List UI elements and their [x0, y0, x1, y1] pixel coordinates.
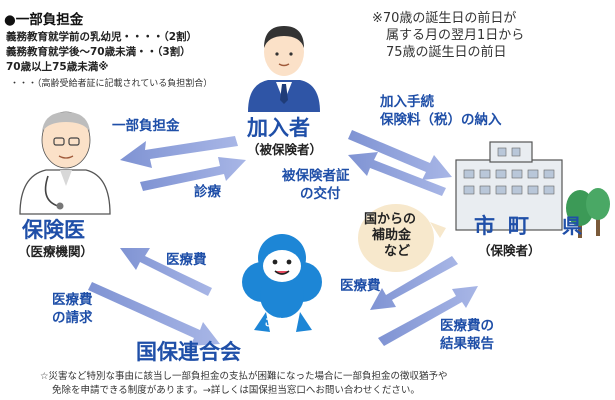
doctor-sub: （医療機関）	[18, 244, 94, 259]
arrow-medfee-left	[120, 248, 212, 296]
label-enroll-1: 加入手続	[380, 94, 434, 110]
legend-line-1: 義務教育就学前の乳幼児・・・・（2割）	[6, 31, 198, 43]
label-medfee-claim-2: の請求	[52, 310, 93, 326]
footer-line-2: 免除を申請できる制度があります。→詳しくは国保担当窓口へお問い合わせください。	[52, 385, 420, 396]
label-card-2: の交付	[300, 186, 341, 202]
arrow-medfee-right	[370, 256, 458, 310]
mascot-icon	[242, 234, 322, 332]
building-icon	[455, 141, 563, 231]
legend-line-3: 70歳以上75歳未満※	[6, 61, 109, 73]
insured-name: 加入者	[247, 116, 310, 140]
doctor-name: 保険医	[22, 218, 85, 242]
arrow-card	[348, 152, 446, 196]
arrow-medfee-claim	[88, 282, 220, 346]
arrow-report	[378, 286, 478, 346]
city-name-a: 市	[474, 214, 495, 238]
legend-line-2: 義務教育就学後〜70歳未満・・（3割）	[6, 46, 191, 58]
age-note-line-3: 75歳の誕生日の前日	[386, 45, 507, 60]
mascot-label: こくほ	[264, 318, 294, 329]
subsidy-bubble	[358, 204, 446, 272]
arrow-enroll	[348, 130, 452, 180]
footer-note: ☆災害など特別な事由に該当し一部負担金の支払が困難になった場合に一部負担金の徴収…	[40, 370, 448, 398]
city-name-c: 県	[562, 214, 582, 238]
man-icon	[248, 26, 320, 112]
age-note-line-2: 属する月の翌月1日から	[386, 28, 525, 43]
label-report-2: 結果報告	[440, 336, 494, 352]
age-note-line-1: ※70歳の誕生日の前日が	[372, 11, 517, 26]
label-medfee-left: 医療費	[166, 252, 207, 268]
arrow-treatment	[140, 157, 246, 191]
label-enroll-2: 保険料（税）の納入	[380, 112, 502, 128]
label-subsidy-1: 国からの	[364, 212, 417, 227]
legend-title: ●一部負担金	[4, 12, 84, 28]
label-report-1: 医療費の	[440, 318, 494, 334]
doctor-icon	[19, 111, 111, 215]
label-medfee-right: 医療費	[340, 278, 381, 294]
insured-sub: （被保険者）	[247, 142, 323, 157]
city-sub: （保険者）	[478, 243, 541, 258]
label-card-1: 被保険者証	[282, 168, 350, 184]
label-subsidy-3: など	[384, 244, 411, 259]
label-treatment: 診療	[194, 184, 221, 200]
label-copay: 一部負担金	[112, 118, 180, 134]
federation-name: 国保連合会	[136, 340, 241, 364]
legend-sub: ・・・（高齢受給者証に記載されている負担割合）	[10, 79, 213, 89]
arrow-copay	[120, 136, 238, 168]
tree-icon	[566, 188, 610, 238]
city-name-b: 町	[508, 214, 529, 238]
age-note: ※70歳の誕生日の前日が 属する月の翌月1日から 75歳の誕生日の前日	[372, 10, 524, 61]
label-medfee-claim-1: 医療費	[52, 292, 93, 308]
footer-line-1: ☆災害など特別な事由に該当し一部負担金の支払が困難になった場合に一部負担金の徴収…	[40, 371, 448, 382]
label-subsidy-2: 補助金	[372, 228, 412, 243]
